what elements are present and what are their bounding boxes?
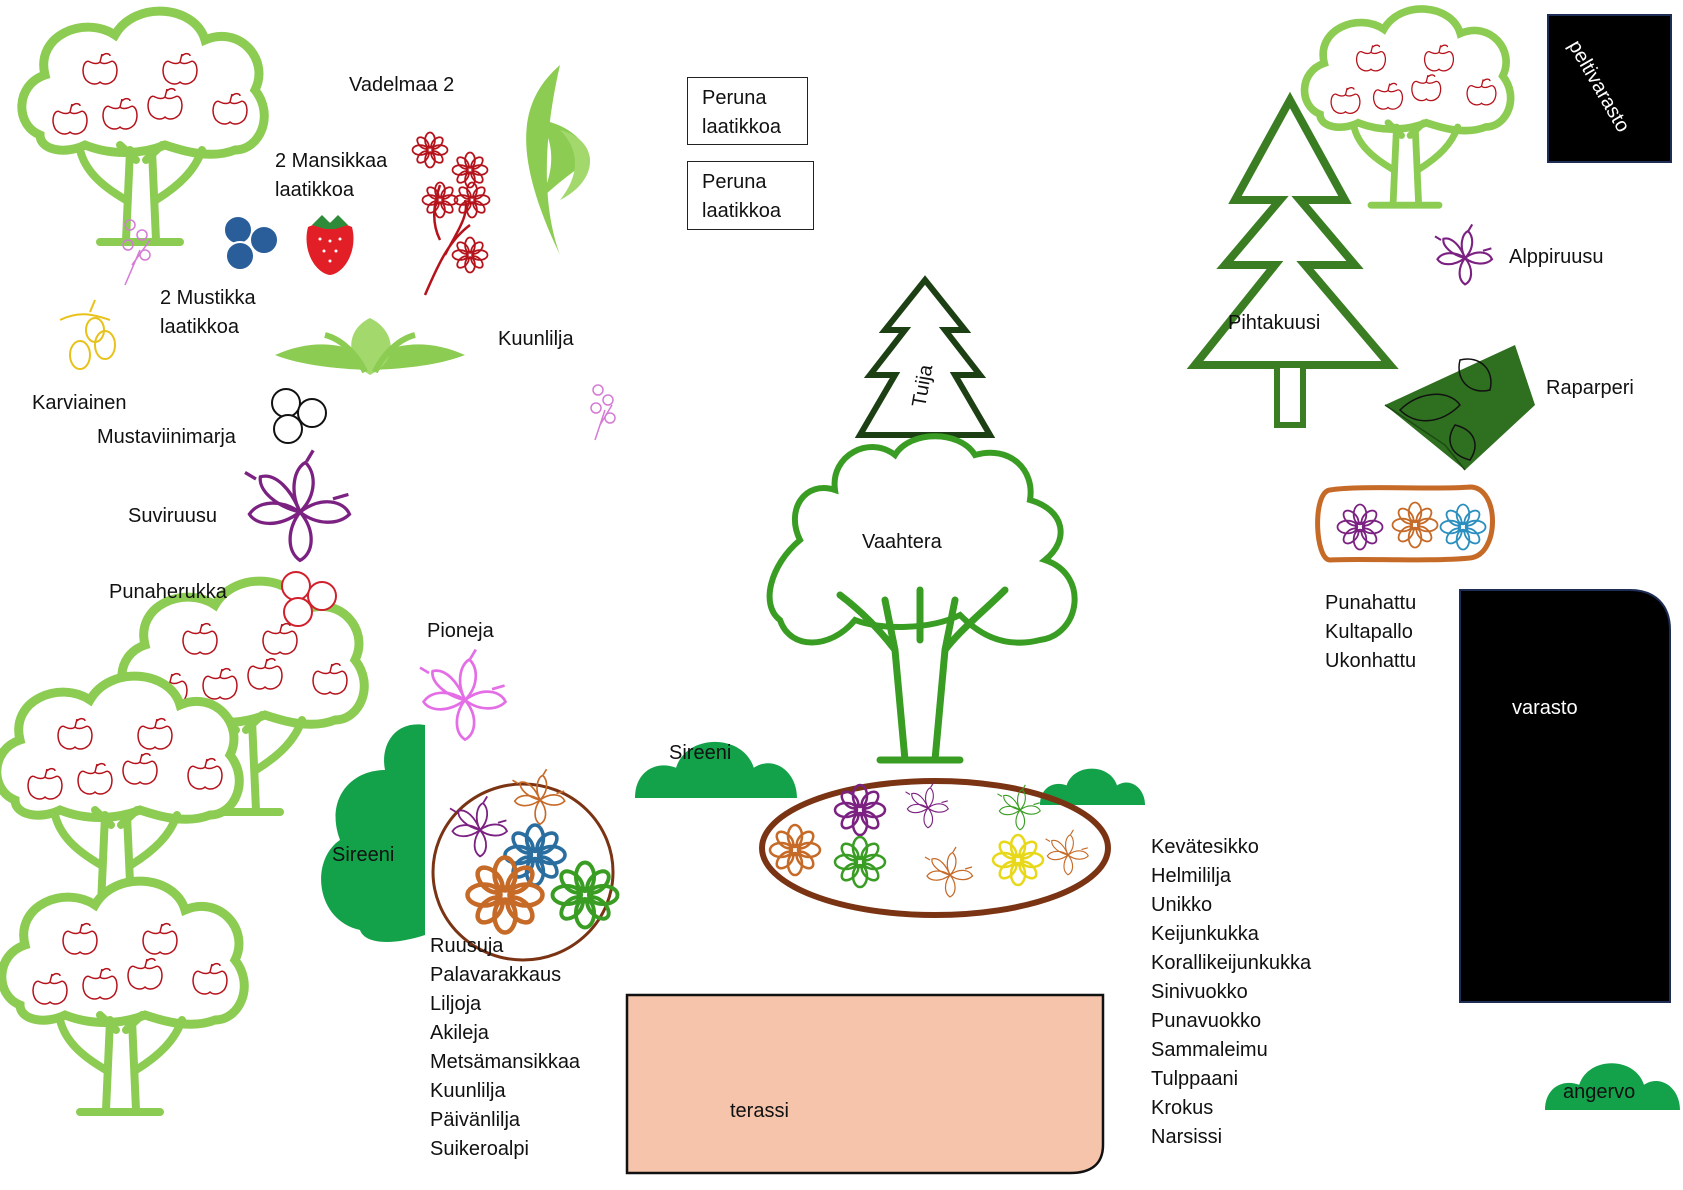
list-item: Helmililja	[1151, 865, 1232, 887]
sireeni-mid-label: Sireeni	[669, 742, 732, 764]
list-item: Metsämansikkaa	[430, 1051, 581, 1073]
center-bed-plant-list: Kevätesikko Helmililja Unikko Keijunkukk…	[1151, 833, 1311, 1152]
list-item: Tulppaani	[1151, 1068, 1239, 1090]
blackcurrant-icon	[271, 388, 327, 444]
list-item: Narsissi	[1151, 1126, 1223, 1148]
potato-box-2-line-1: Peruna	[702, 171, 767, 193]
alppiruusu-label: Alppiruusu	[1509, 246, 1604, 268]
apple-tree-left-1	[0, 676, 239, 907]
sireeni-left-bush	[321, 724, 425, 942]
karviainen-label: Karviainen	[32, 392, 127, 414]
rectangular-flower-bed	[1315, 484, 1495, 563]
vaahtera-tree	[766, 433, 1078, 764]
right-bed-plant-list: Punahattu Kultapallo Ukonhattu	[1325, 589, 1416, 676]
list-item: Punahattu	[1325, 592, 1417, 614]
potato-box-1-line-1: Peruna	[702, 87, 767, 109]
alppiruusu-flower-icon	[1433, 223, 1494, 286]
varasto-label: varasto	[1512, 697, 1578, 719]
list-item: Punavuokko	[1151, 1010, 1262, 1032]
list-item: Ukonhattu	[1325, 650, 1417, 672]
raspberry-branch-icon	[411, 131, 491, 296]
list-item: Kultapallo	[1325, 621, 1413, 643]
suviruusu-flower-icon	[243, 448, 352, 563]
list-item: Krokus	[1151, 1097, 1214, 1119]
blueberry-icon	[223, 215, 279, 271]
punaherukka-label: Punaherukka	[109, 581, 227, 603]
potato-box-2: Peruna laatikkoa	[687, 161, 814, 230]
raparperi-label: Raparperi	[1546, 377, 1634, 399]
mustaviinimarja-label: Mustaviinimarja	[97, 426, 236, 448]
kuunlilja-label: Kuunlilja	[498, 328, 574, 350]
list-item: Ruusuja	[430, 935, 504, 957]
potato-box-2-line-2: laatikkoa	[702, 200, 781, 222]
mustikka-label: 2 Mustikka laatikkoa	[160, 284, 256, 342]
list-item: Päivänlilja	[430, 1109, 521, 1131]
mustikka-label-line-2: laatikkoa	[160, 316, 239, 338]
vadelmaa-label: Vadelmaa 2	[349, 74, 455, 96]
list-item: Korallikeijunkukka	[1151, 952, 1312, 974]
pioneja-label: Pioneja	[427, 620, 494, 642]
kuunlilja-leaf-vertical-icon	[526, 65, 590, 255]
list-item: Kuunlilja	[430, 1080, 506, 1102]
list-item: Suikeroalpi	[430, 1138, 529, 1160]
mansikka-label: 2 Mansikkaa laatikkoa	[275, 147, 387, 205]
list-item: Palavarakkaus	[430, 964, 562, 986]
mustikka-label-line-1: 2 Mustikka	[160, 287, 256, 309]
apple-tree-left-2	[2, 881, 244, 1112]
pink-sprig-icon	[122, 219, 616, 441]
angervo-label: angervo	[1563, 1081, 1636, 1103]
terassi-label: terassi	[730, 1100, 789, 1122]
list-item: Sinivuokko	[1151, 981, 1248, 1003]
suviruusu-label: Suviruusu	[128, 505, 217, 527]
potato-box-1-line-2: laatikkoa	[702, 116, 781, 138]
potato-box-1: Peruna laatikkoa	[687, 77, 808, 145]
oval-flower-bed	[759, 778, 1111, 918]
terrace	[625, 993, 1105, 1175]
list-item: Sammaleimu	[1151, 1039, 1268, 1061]
gooseberry-icon	[59, 299, 116, 370]
pihtakuusi-tree	[1186, 91, 1399, 428]
pioneja-flower-icon	[418, 648, 507, 741]
round-flower-bed	[431, 768, 620, 962]
mansikka-label-line-1: 2 Mansikkaa	[275, 150, 388, 172]
list-item: Kevätesikko	[1151, 836, 1259, 858]
peltivarasto-shed	[1547, 14, 1672, 163]
raparperi-plant-icon	[1384, 345, 1535, 471]
list-item: Unikko	[1151, 894, 1213, 916]
pihtakuusi-label: Pihtakuusi	[1228, 312, 1321, 334]
sireeni-left-label: Sireeni	[332, 844, 395, 866]
varasto-shed	[1459, 589, 1671, 1003]
left-bed-plant-list: Ruusuja Palavarakkaus Liljoja Akileja Me…	[430, 932, 580, 1164]
kuunlilja-leaf-horizontal-icon	[275, 318, 465, 375]
list-item: Liljoja	[430, 993, 482, 1015]
mansikka-label-line-2: laatikkoa	[275, 179, 354, 201]
vaahtera-label: Vaahtera	[862, 531, 942, 553]
strawberry-icon	[306, 215, 354, 275]
apple-tree-top-left	[22, 11, 264, 242]
list-item: Akileja	[430, 1022, 489, 1044]
list-item: Keijunkukka	[1151, 923, 1259, 945]
